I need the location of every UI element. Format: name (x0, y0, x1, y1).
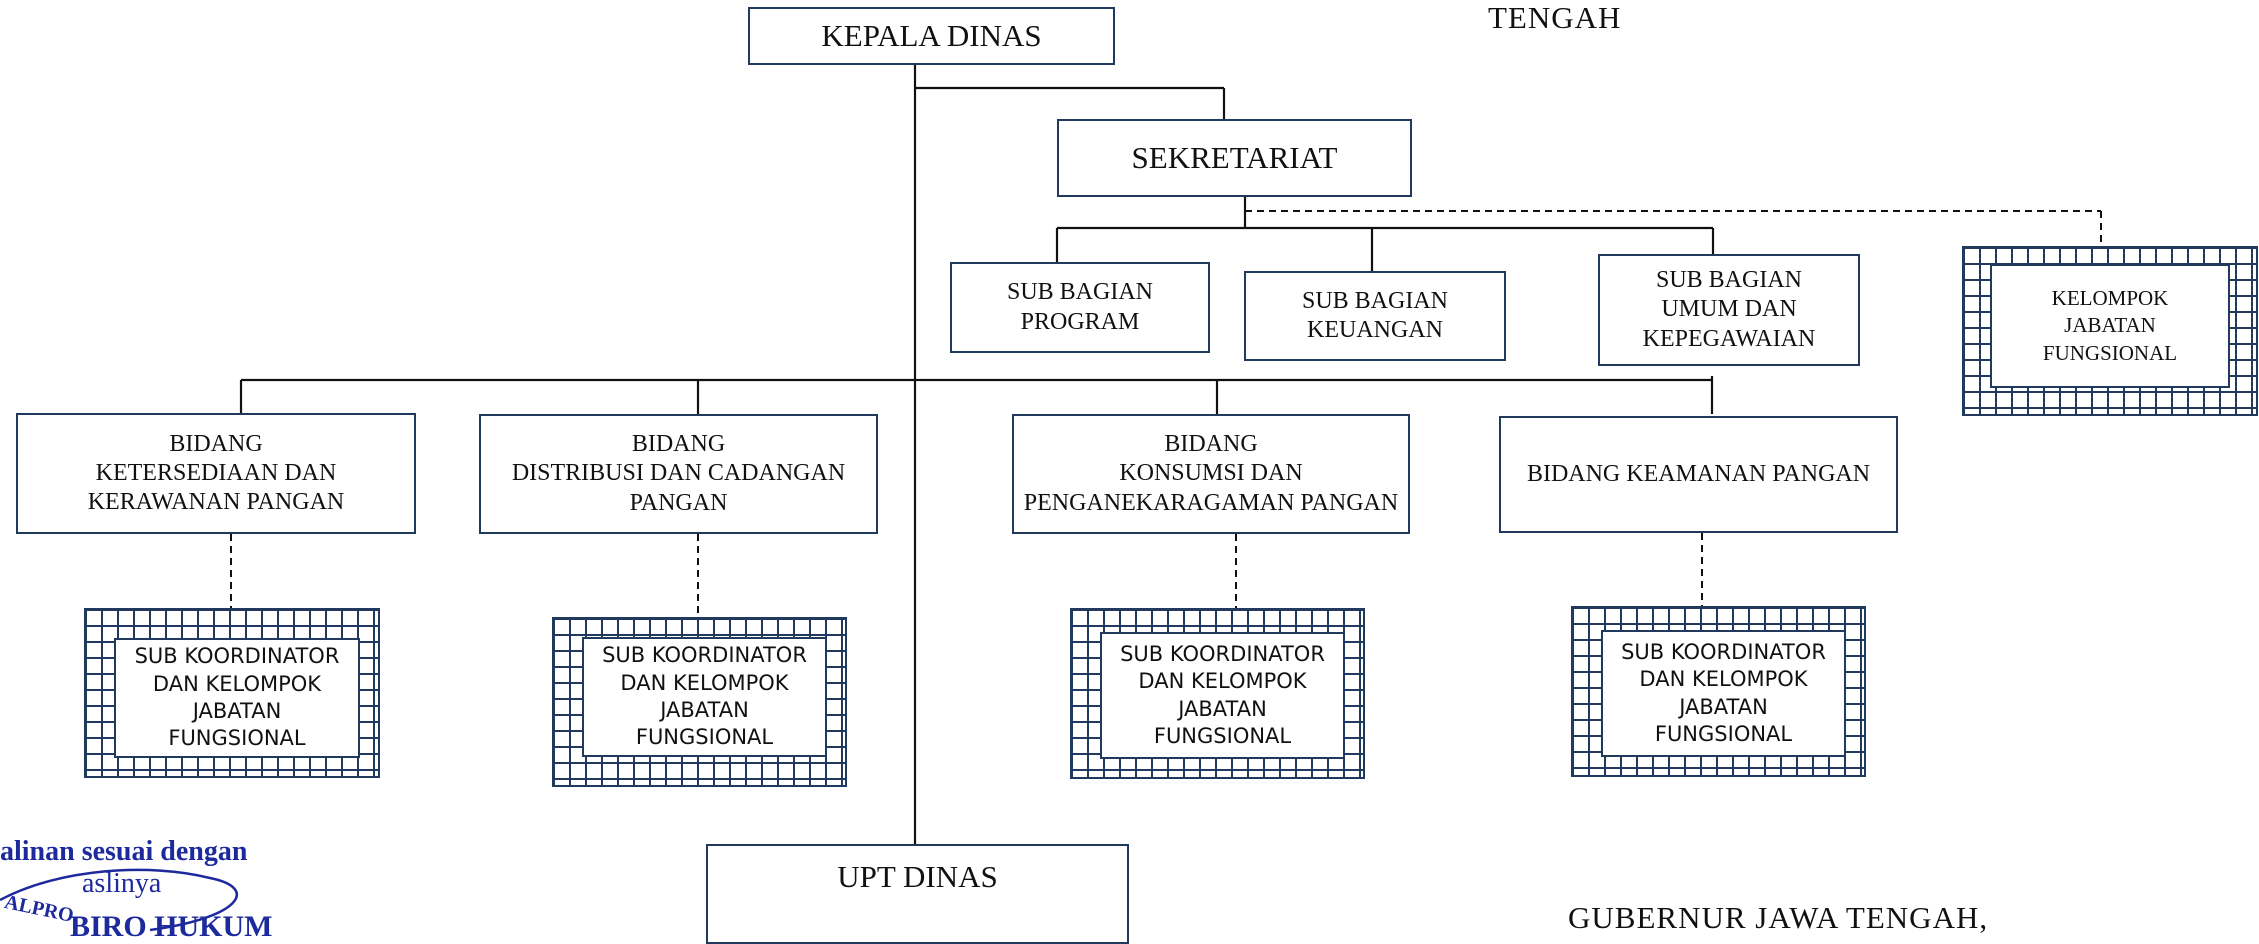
bidang-keamanan-box: BIDANG KEAMANAN PANGAN (1499, 416, 1898, 533)
sekretariat-box: SEKRETARIAT (1057, 119, 1412, 197)
subkoor-frame-4: SUB KOORDINATOR DAN KELOMPOK JABATAN FUN… (1571, 606, 1866, 777)
header-note: TENGAH (1488, 0, 1622, 35)
footer-note: GUBERNUR JAWA TENGAH, (1568, 900, 1989, 935)
sub-bagian-program-box: SUB BAGIAN PROGRAM (950, 262, 1210, 353)
bidang-konsumsi-box: BIDANG KONSUMSI DAN PENGANEKARAGAMAN PAN… (1012, 414, 1410, 534)
subkoor-frame-3: SUB KOORDINATOR DAN KELOMPOK JABATAN FUN… (1070, 608, 1365, 779)
bidang-distribusi-box: BIDANG DISTRIBUSI DAN CADANGAN PANGAN (479, 414, 878, 534)
stamp-line-1: alinan sesuai dengan (0, 836, 248, 867)
subkoor-label-2: SUB KOORDINATOR DAN KELOMPOK JABATAN FUN… (582, 637, 827, 757)
sub-bagian-keuangan-box: SUB BAGIAN KEUANGAN (1244, 271, 1506, 361)
subkoor-frame-2: SUB KOORDINATOR DAN KELOMPOK JABATAN FUN… (552, 617, 847, 787)
subkoor-label-1: SUB KOORDINATOR DAN KELOMPOK JABATAN FUN… (114, 638, 360, 758)
subkoor-label-4: SUB KOORDINATOR DAN KELOMPOK JABATAN FUN… (1601, 630, 1846, 757)
sub-bagian-umum-box: SUB BAGIAN UMUM DAN KEPEGAWAIAN (1598, 254, 1860, 366)
kelompok-jabatan-label: KELOMPOK JABATAN FUNGSIONAL (1990, 264, 2230, 388)
subkoor-label-3: SUB KOORDINATOR DAN KELOMPOK JABATAN FUN… (1100, 632, 1345, 759)
stamp-line-4: BIRO HUKUM (70, 910, 273, 943)
stamp-oval-icon (0, 868, 238, 932)
upt-dinas-box: UPT DINAS (706, 844, 1129, 944)
kelompok-jabatan-frame: KELOMPOK JABATAN FUNGSIONAL (1962, 246, 2258, 416)
stamp-line-2: aslinya (82, 868, 162, 899)
kepala-dinas-box: KEPALA DINAS (748, 7, 1115, 65)
subkoor-frame-1: SUB KOORDINATOR DAN KELOMPOK JABATAN FUN… (84, 608, 380, 778)
bidang-ketersediaan-box: BIDANG KETERSEDIAAN DAN KERAWANAN PANGAN (16, 413, 416, 534)
